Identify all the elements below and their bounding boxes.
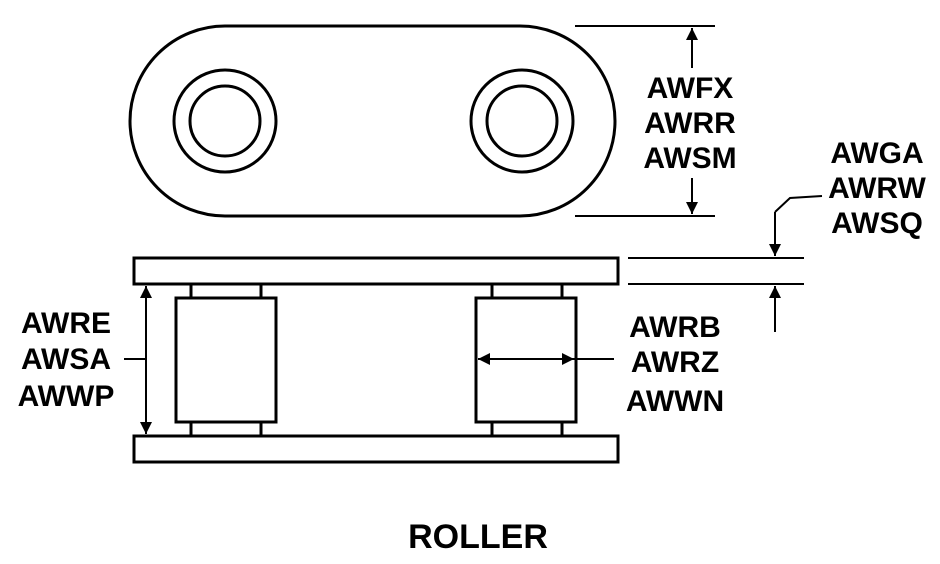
link-height-code-3: AWSM <box>643 142 736 175</box>
diagram-title: ROLLER <box>408 518 548 556</box>
inside-width-code-3: AWWP <box>18 380 115 413</box>
bottom-side-plate <box>132 434 620 464</box>
plate-thickness-code-2: AWRW <box>828 172 926 205</box>
plate-thickness-leader <box>774 195 823 213</box>
right-roller-bushing-bottom <box>490 420 564 438</box>
top-side-plate <box>132 256 620 286</box>
plate-thickness-dimension <box>628 195 823 332</box>
link-plate-outline <box>128 24 617 218</box>
link-height-dimension <box>575 25 715 217</box>
inside-width-label: AWRE AWSA AWWP <box>18 307 115 413</box>
left-pin-outer-ring <box>172 68 278 174</box>
link-height-code-1: AWFX <box>647 72 734 105</box>
left-roller-bushing-top <box>189 282 263 300</box>
right-pin-inner-ring <box>485 84 559 158</box>
roller-diameter-label: AWRB AWRZ AWWN <box>626 311 724 418</box>
plate-thickness-code-3: AWSQ <box>831 207 923 240</box>
link-height-code-2: AWRR <box>644 107 736 140</box>
left-roller <box>174 296 278 424</box>
inside-width-code-2: AWSA <box>21 343 111 376</box>
plate-thickness-code-1: AWGA <box>830 137 923 170</box>
inside-width-code-1: AWRE <box>21 307 111 340</box>
plate-thickness-label: AWGA AWRW AWSQ <box>828 137 926 240</box>
left-roller-bushing-bottom <box>189 420 263 438</box>
chain-side-view <box>132 256 620 464</box>
right-pin-outer-ring <box>469 68 575 174</box>
link-height-label: AWFX AWRR AWSM <box>643 72 736 175</box>
roller-diameter-code-1: AWRB <box>629 311 721 344</box>
link-plate-top-view <box>128 24 617 218</box>
left-pin-inner-ring <box>188 84 262 158</box>
right-roller-bushing-top <box>490 282 564 300</box>
roller-diameter-code-2: AWRZ <box>631 346 719 379</box>
roller-diameter-code-3: AWWN <box>626 385 724 418</box>
inside-width-dimension <box>124 286 152 434</box>
